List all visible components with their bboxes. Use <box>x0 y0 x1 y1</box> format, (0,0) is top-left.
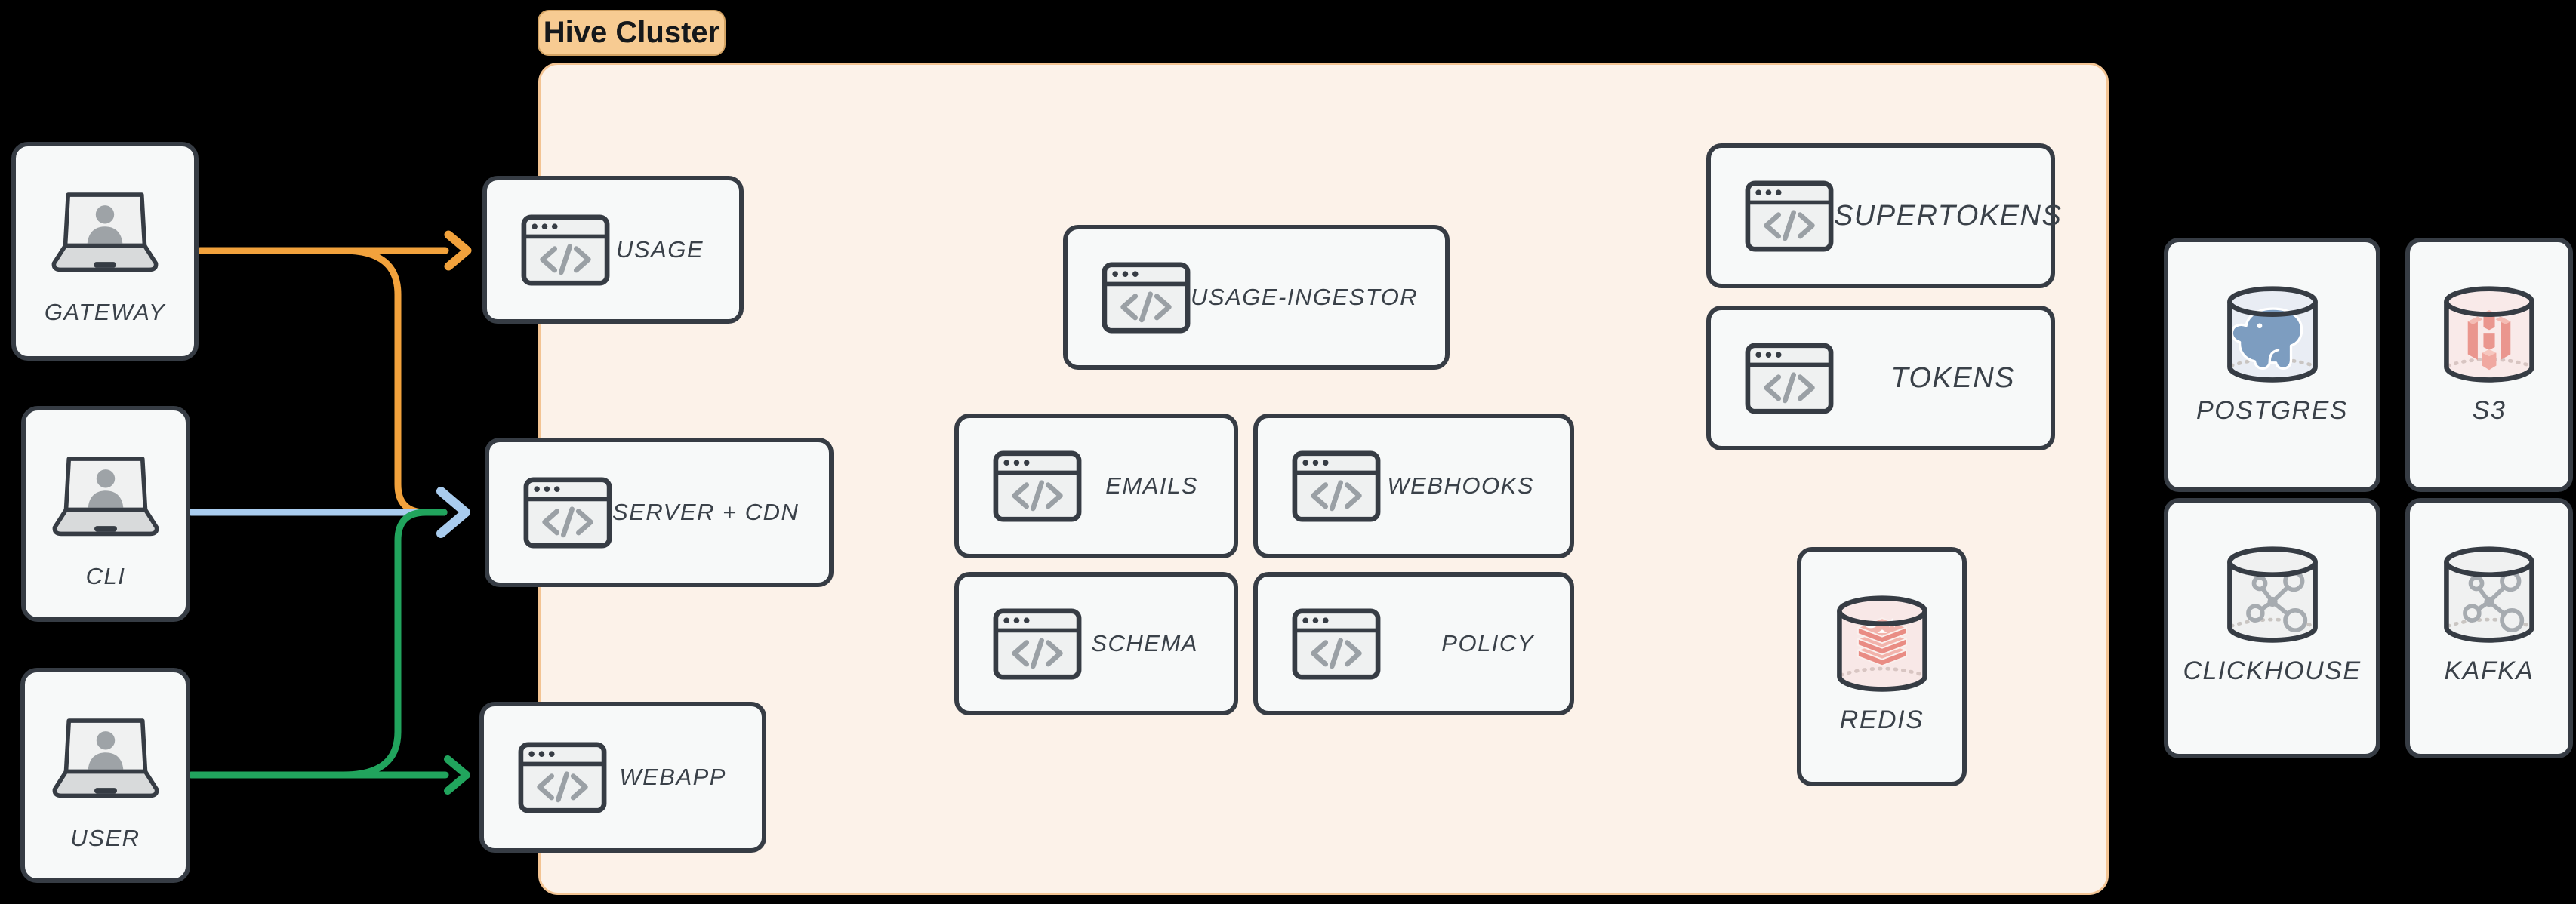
edge-cli-servercdn-arrowhead-icon <box>436 487 470 538</box>
browser-code-icon <box>1292 608 1381 680</box>
service-supertokens: SUPERTOKENS <box>1706 143 2061 288</box>
browser-code-icon <box>518 742 607 813</box>
service-redis: REDIS <box>1797 547 1967 786</box>
service-supertokens-label: SUPERTOKENS <box>1834 199 2063 232</box>
browser-code-icon <box>1292 450 1381 522</box>
s3-database-icon <box>2439 284 2539 386</box>
laptop-user-icon <box>49 454 162 543</box>
redis-database-icon <box>1832 594 1932 695</box>
datastore-clickhouse-label: CLICKHOUSE <box>2183 656 2362 685</box>
datastore-kafka-label: KAFKA <box>2444 656 2534 685</box>
service-server-cdn-label: SERVER + CDN <box>612 499 800 525</box>
service-schema: SCHEMA <box>954 572 1238 715</box>
laptop-user-icon <box>48 190 162 279</box>
actor-cli-label: CLI <box>85 563 126 589</box>
service-usage-label: USAGE <box>615 236 704 263</box>
service-server-cdn: SERVER + CDN <box>485 438 834 587</box>
datastore-clickhouse: CLICKHOUSE <box>2164 498 2380 758</box>
service-tokens-label: TOKENS <box>1890 361 2015 394</box>
actor-user: USER <box>20 668 190 883</box>
service-emails-label: EMAILS <box>1105 472 1198 499</box>
laptop-user-icon <box>49 716 162 805</box>
browser-code-icon <box>521 214 610 286</box>
service-usage: USAGE <box>482 176 744 324</box>
service-tokens: TOKENS <box>1706 306 2055 450</box>
service-redis-label: REDIS <box>1839 706 1924 734</box>
service-policy-label: POLICY <box>1441 630 1534 656</box>
edge-gateway-servercdn <box>340 247 448 516</box>
kafka-database-icon <box>2439 545 2539 646</box>
browser-code-icon <box>993 608 1082 680</box>
service-webapp-label: WEBAPP <box>619 764 726 790</box>
service-policy: POLICY <box>1253 572 1574 715</box>
service-webhooks-label: WEBHOOKS <box>1387 472 1534 499</box>
browser-code-icon <box>1745 180 1834 252</box>
hive-cluster-label-pill: Hive Cluster <box>538 10 726 56</box>
service-schema-label: SCHEMA <box>1091 630 1198 656</box>
actor-gateway: GATEWAY <box>11 142 199 361</box>
clickhouse-database-icon <box>2223 545 2322 646</box>
datastore-s3-label: S3 <box>2472 396 2507 425</box>
hive-cluster-label: Hive Cluster <box>543 16 720 49</box>
datastore-postgres: POSTGRES <box>2164 238 2380 492</box>
actor-gateway-label: GATEWAY <box>44 299 166 325</box>
datastore-kafka: KAFKA <box>2405 498 2573 758</box>
service-webhooks: WEBHOOKS <box>1253 414 1574 558</box>
edge-user-webapp-arrowhead-icon <box>444 755 470 795</box>
actor-cli: CLI <box>21 406 190 622</box>
browser-code-icon <box>1102 262 1191 334</box>
postgres-database-icon <box>2223 284 2322 386</box>
datastore-postgres-label: POSTGRES <box>2196 396 2348 425</box>
browser-code-icon <box>1745 343 1834 414</box>
browser-code-icon <box>523 477 612 549</box>
service-usage-ingestor-label: USAGE-INGESTOR <box>1191 284 1419 310</box>
service-usage-ingestor: USAGE-INGESTOR <box>1063 225 1450 370</box>
edge-user-servercdn <box>340 509 448 779</box>
datastore-s3: S3 <box>2405 238 2573 492</box>
edge-gateway-usage-arrowhead-icon <box>444 230 472 271</box>
browser-code-icon <box>993 450 1082 522</box>
service-webapp: WEBAPP <box>479 702 766 853</box>
service-emails: EMAILS <box>954 414 1238 558</box>
actor-user-label: USER <box>70 825 140 851</box>
